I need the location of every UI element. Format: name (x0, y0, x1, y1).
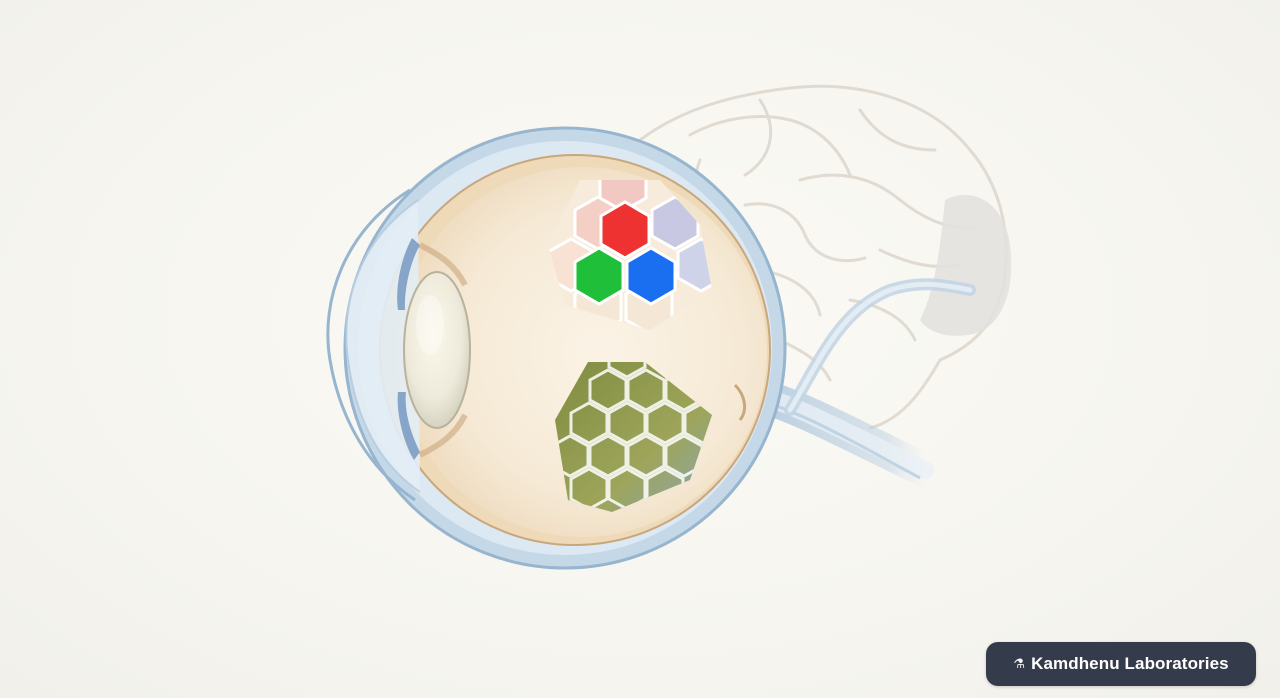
green-cone (573, 246, 625, 306)
red-cone (599, 200, 651, 260)
lab-icon: ⚗ (1013, 656, 1026, 672)
blue-cone (625, 246, 677, 306)
brand-badge-label: Kamdhenu Laboratories (1031, 654, 1229, 673)
cerebellum-shape (920, 195, 1012, 336)
brand-badge[interactable]: ⚗ Kamdhenu Laboratories (986, 642, 1256, 686)
brain-outline (638, 84, 1008, 430)
lens (403, 271, 471, 429)
eyeball (326, 126, 787, 570)
